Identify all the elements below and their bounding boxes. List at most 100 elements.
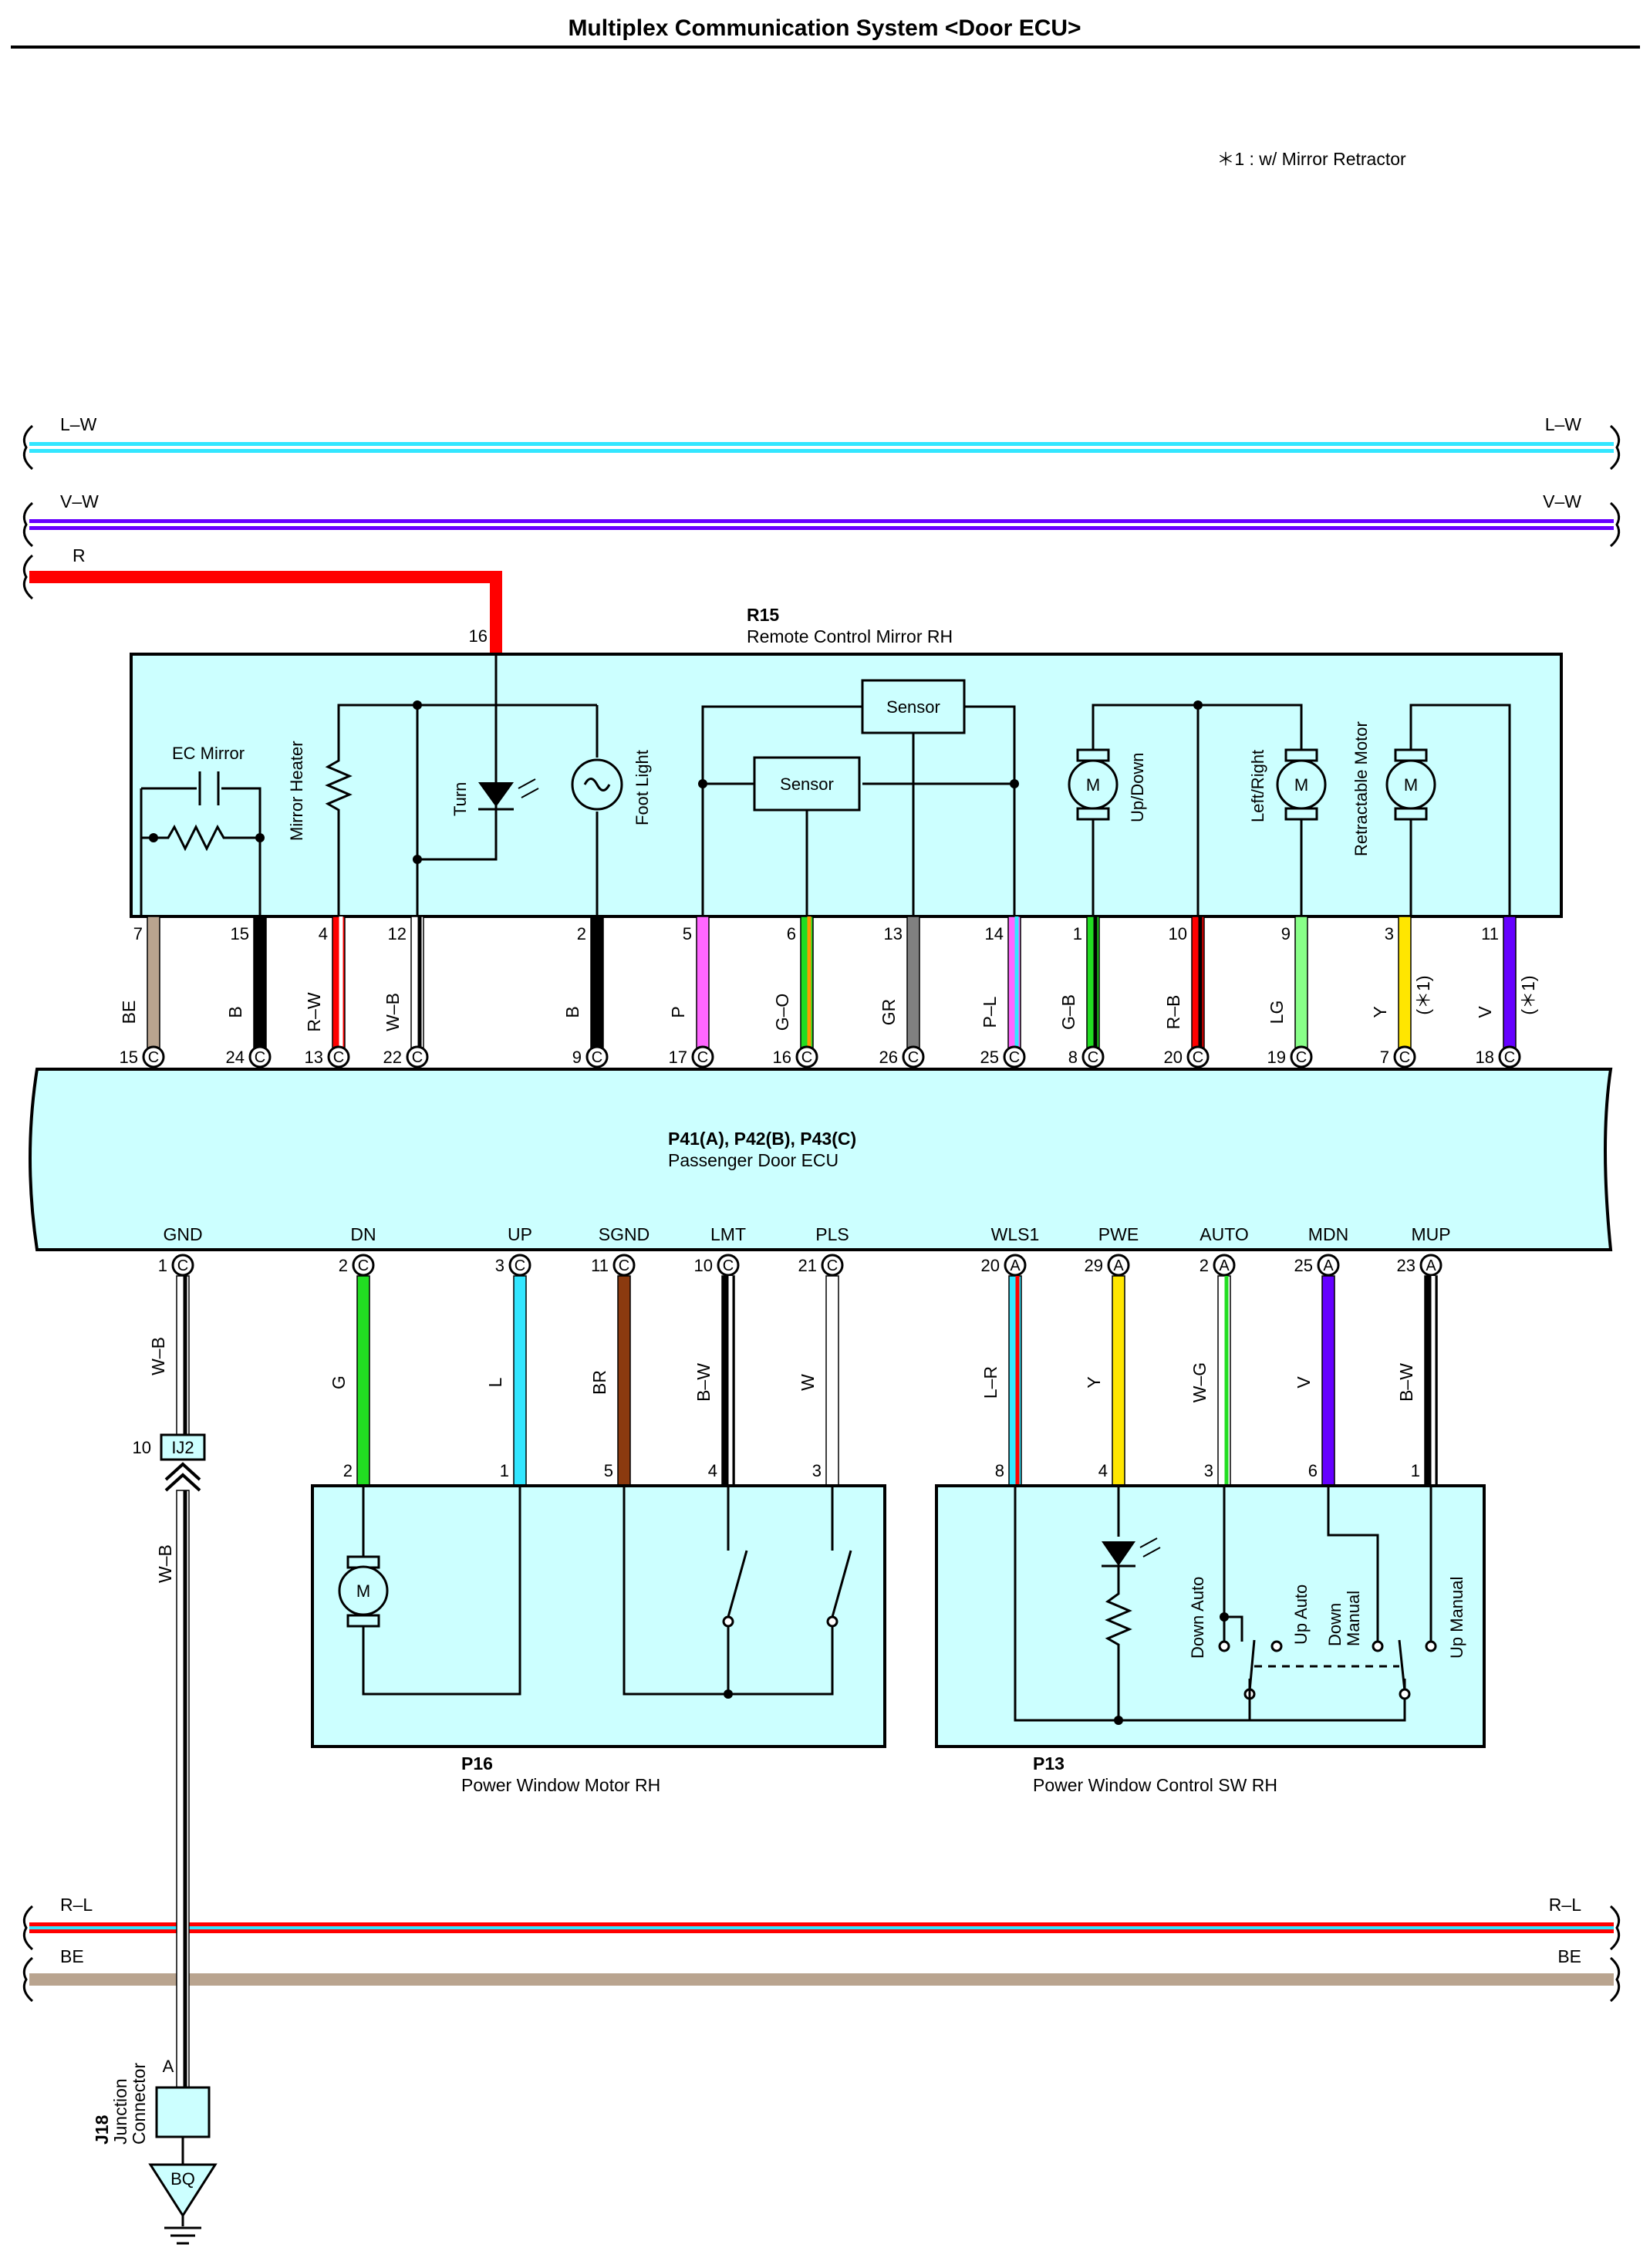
wire-auto	[1217, 1275, 1231, 1487]
junction-dot	[724, 1689, 733, 1699]
bus-label-right: L–W	[1545, 414, 1582, 434]
wire-core	[147, 916, 160, 1055]
ground-triangle	[148, 2163, 218, 2218]
wire-core	[410, 916, 424, 1055]
ij2-code: IJ2	[171, 1438, 194, 1457]
svg-text:M: M	[356, 1581, 370, 1601]
wire-color-code: W–G	[1189, 1362, 1210, 1402]
sensor-label: Sensor	[886, 697, 940, 717]
ecu-pin-number: 29	[1085, 1256, 1103, 1275]
ecu-pin-number: 25	[1294, 1256, 1313, 1275]
p13-code: P13	[1033, 1753, 1065, 1774]
ecu-pin-number: 2	[1200, 1256, 1209, 1275]
component-pin-number: 2	[343, 1461, 353, 1480]
wire-core	[513, 1275, 527, 1487]
switch-contact	[826, 1615, 838, 1628]
wire-core	[1424, 1275, 1438, 1487]
ij2-connector-chevron	[164, 1462, 201, 1492]
connector-pin-icon	[1213, 1254, 1236, 1277]
wire-core	[1217, 1275, 1231, 1487]
j18-name: Connector	[129, 2063, 149, 2145]
connector-pin-icon	[508, 1254, 531, 1277]
r15-pin-number: 2	[577, 924, 586, 943]
wire-ec–	[253, 916, 267, 1055]
connector-pin-icon	[142, 1045, 165, 1068]
connector-pin-icon	[248, 1045, 272, 1068]
turn-led-rays	[518, 778, 539, 798]
r15-pin-number: 9	[1281, 924, 1291, 943]
p13-internal-circuit	[1014, 1486, 1437, 1725]
connector-letter: C	[333, 1049, 344, 1066]
turn-label: Turn	[450, 782, 470, 816]
junction-dot	[1010, 779, 1019, 788]
svg-text:M: M	[1294, 775, 1308, 795]
left-right-motor-icon: M	[1276, 748, 1327, 821]
connector-letter: C	[592, 1049, 602, 1066]
wire-color-code: P	[668, 1006, 688, 1018]
wire-color-code: Y	[1084, 1376, 1104, 1388]
switch-contact	[1399, 1688, 1411, 1700]
wire-mup	[1424, 1275, 1438, 1487]
bus-break-symbol	[1609, 1905, 1621, 1951]
wire-pmhr	[1294, 916, 1308, 1055]
wire-core	[1191, 916, 1205, 1055]
ij2-wire-color: W–B	[155, 1544, 175, 1583]
wire-core	[825, 1275, 839, 1487]
connector-letter: A	[1323, 1257, 1334, 1274]
wire-htr+	[332, 916, 346, 1055]
wire-mdn	[1321, 1275, 1335, 1487]
foot-light-bulb	[571, 758, 623, 811]
wire-pls	[825, 1275, 839, 1487]
ecu-pin-number: 26	[879, 1048, 898, 1067]
wire-color-code: V	[1475, 1006, 1495, 1018]
wire-gnd-to-j18	[176, 1490, 190, 2088]
bus-r-label: R	[73, 545, 86, 565]
junction-dot	[413, 855, 422, 864]
r15-pin-number: 5	[683, 924, 692, 943]
ecu-pin-number: 1	[158, 1256, 167, 1275]
connector-letter: C	[1399, 1049, 1410, 1066]
connector-pin-icon	[717, 1254, 740, 1277]
bus-label-right: V–W	[1543, 491, 1581, 511]
ecu-terminal-label: PLS	[815, 1224, 849, 1244]
r15-internal-circuit: EC Mirror Mirror Heater Turn Foot Light …	[140, 654, 1511, 916]
retractable-motor-label: Retractable Motor	[1351, 721, 1371, 856]
ecu-pin-number: 23	[1397, 1256, 1415, 1275]
ecu-pin-number: 15	[120, 1048, 138, 1067]
connector-letter: A	[1219, 1257, 1230, 1274]
connector-letter: C	[619, 1257, 629, 1274]
switch-contact	[1218, 1640, 1230, 1652]
ecu-terminal-label: DN	[350, 1224, 376, 1244]
ecu-pin-number: 17	[669, 1048, 687, 1067]
ecu-terminal-label: AUTO	[1200, 1224, 1248, 1244]
wire-pm+r	[1191, 916, 1205, 1055]
ecu-pin-number: 13	[305, 1048, 323, 1067]
wire-htr–	[410, 916, 424, 1055]
ecu-pin-number: 24	[226, 1048, 245, 1067]
connector-letter: C	[515, 1257, 525, 1274]
connector-pin-icon	[1290, 1045, 1313, 1068]
wire-color-code: B–W	[693, 1363, 714, 1402]
connector-letter: C	[255, 1049, 265, 1066]
wire-color-code: G	[329, 1375, 349, 1389]
wire-pe2	[1007, 916, 1021, 1055]
connector-letter: C	[723, 1257, 734, 1274]
junction-dot	[255, 833, 265, 842]
ecu-terminal-label: GND	[163, 1224, 202, 1244]
wire-core	[176, 1490, 190, 2088]
connector-letter: C	[1193, 1049, 1203, 1066]
ij2-pin: 10	[133, 1438, 151, 1457]
mirror-heater-resistor	[325, 704, 597, 916]
wire-core	[253, 916, 267, 1055]
wire-up	[513, 1275, 527, 1487]
ecu-pin-number: 10	[694, 1256, 713, 1275]
component-pin-number: 4	[1098, 1461, 1108, 1480]
connector-letter: C	[412, 1049, 423, 1066]
r15-name: Remote Control Mirror RH	[747, 626, 953, 646]
r15-code: R15	[747, 605, 779, 625]
connector-pin-icon	[795, 1045, 818, 1068]
r15-pin-number: 14	[985, 924, 1004, 943]
junction-dot	[149, 833, 158, 842]
connector-letter: A	[1113, 1257, 1124, 1274]
component-pin-number: 6	[1308, 1461, 1318, 1480]
